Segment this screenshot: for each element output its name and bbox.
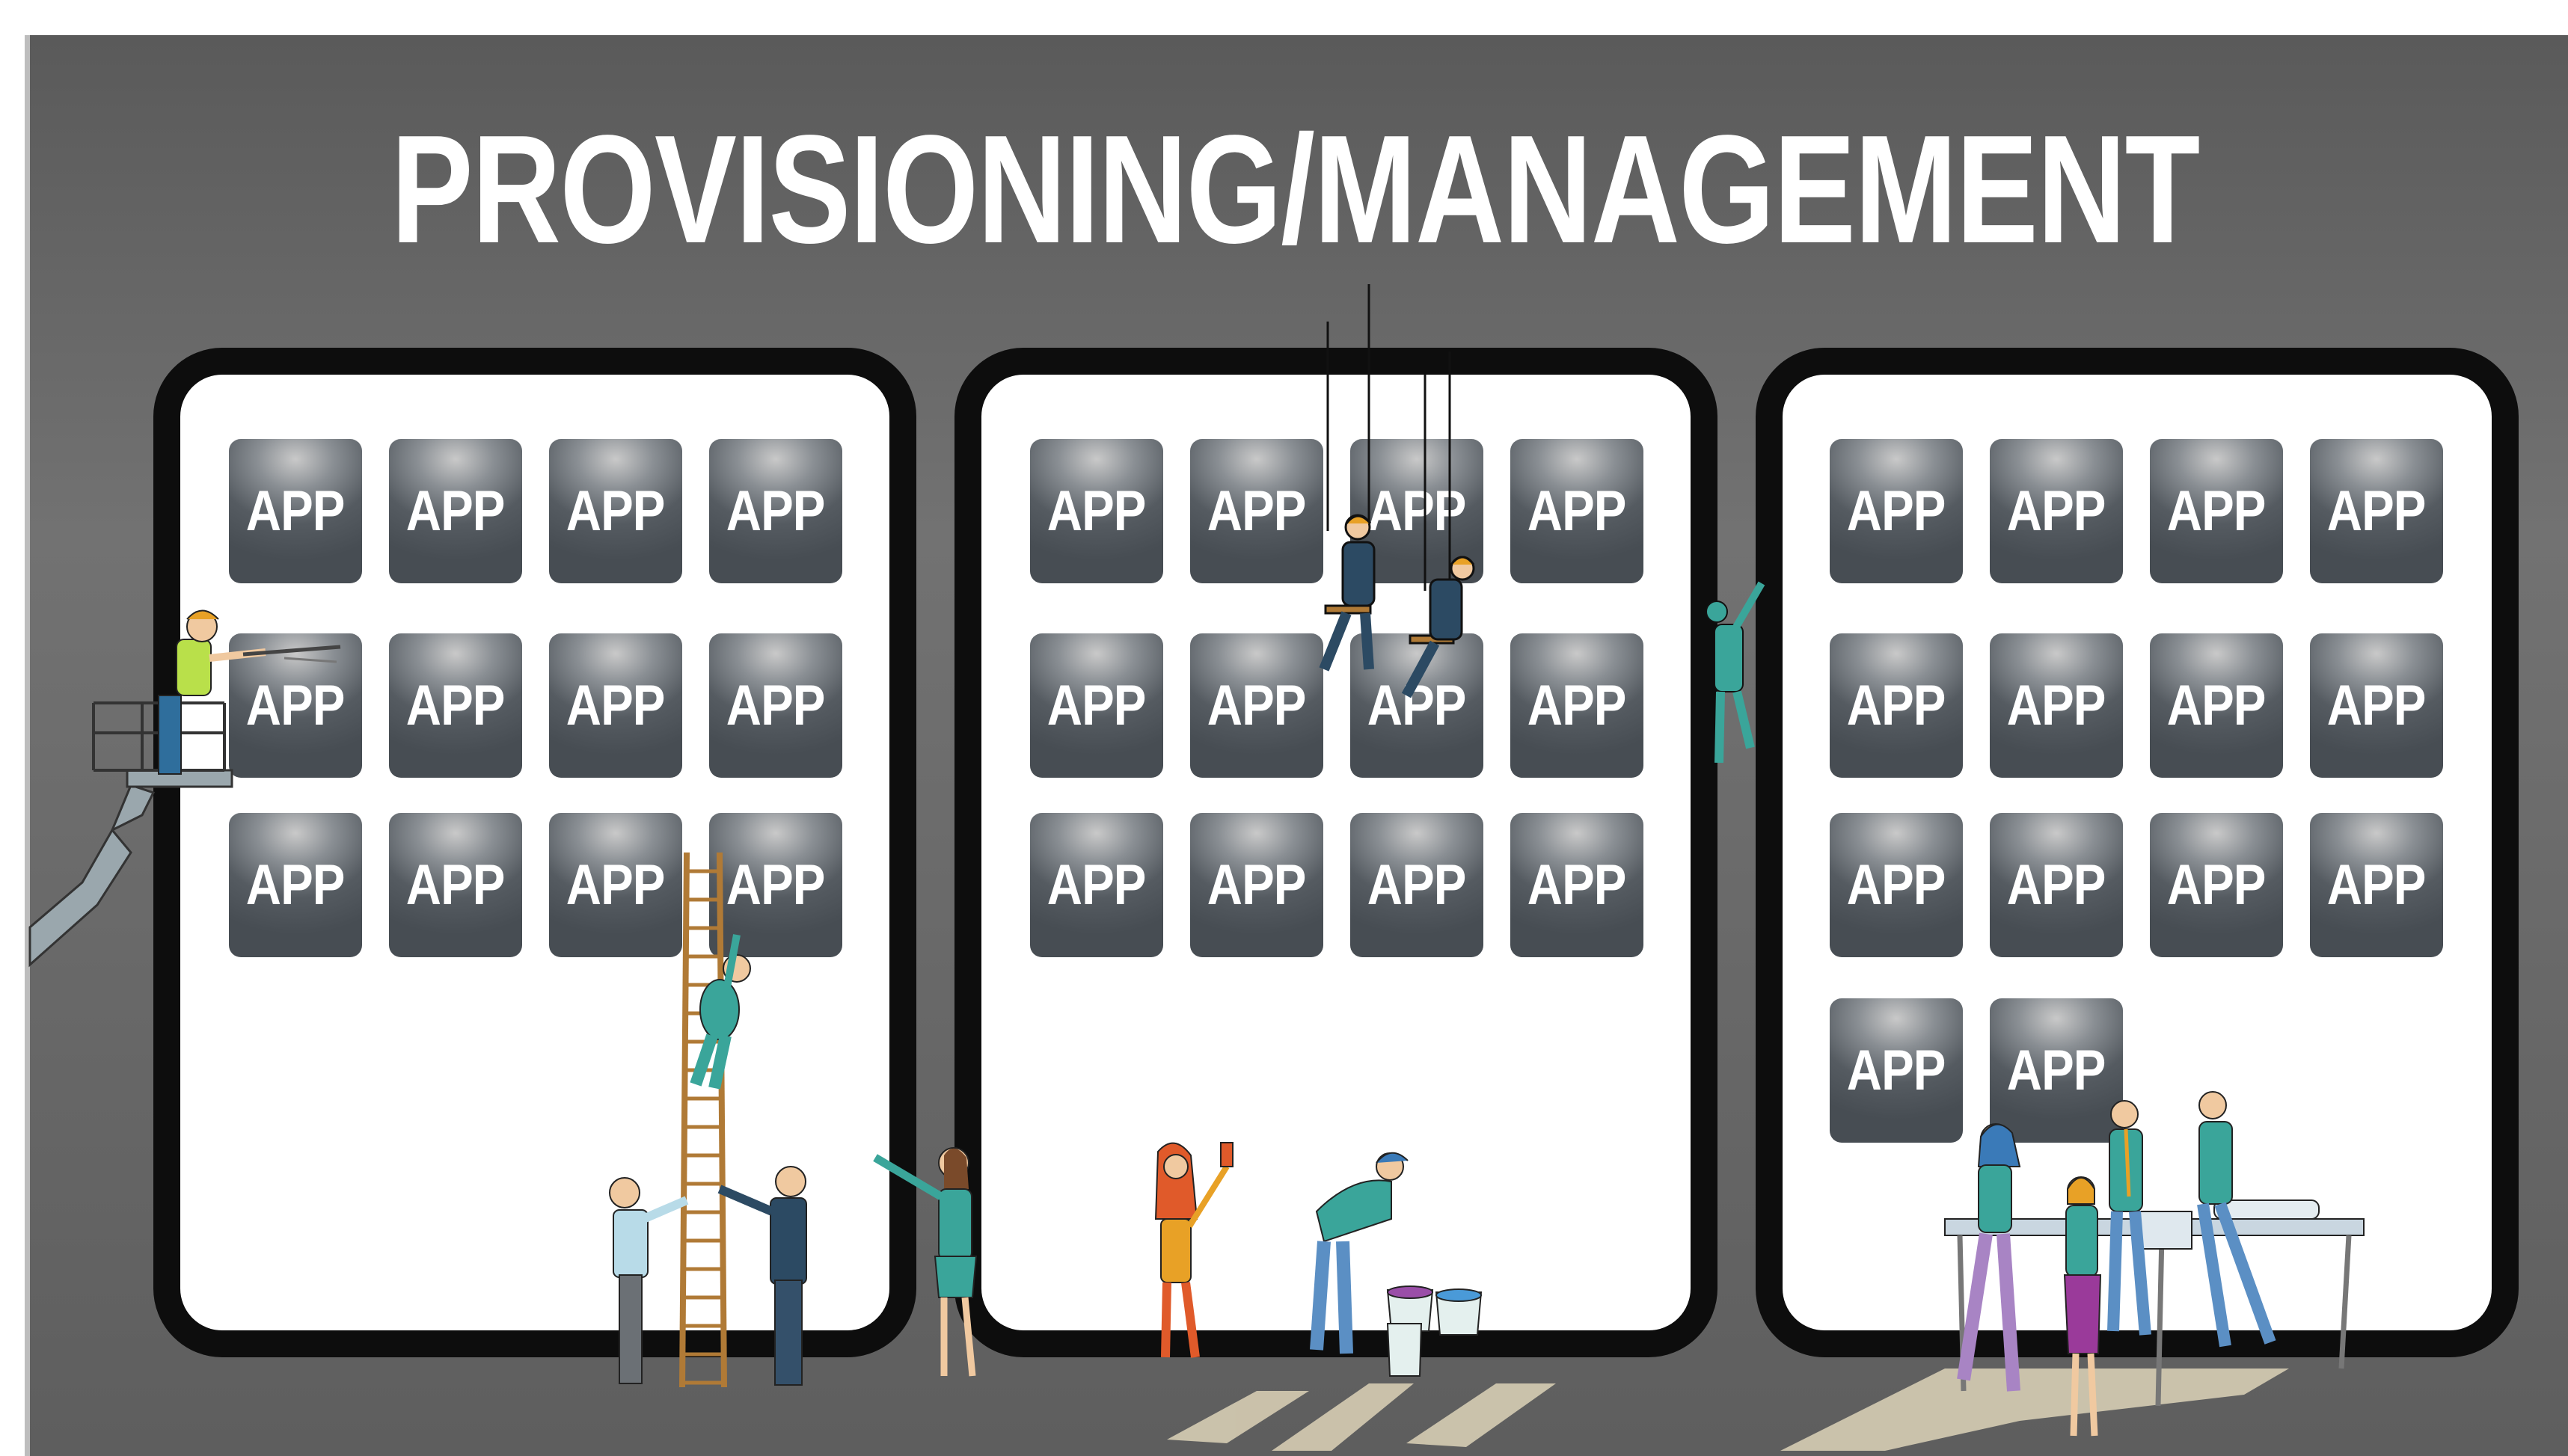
app-tile: APP	[2150, 813, 2283, 957]
app-tile-label: APP	[1047, 674, 1147, 737]
app-tile: APP	[709, 439, 842, 583]
app-tile: APP	[1350, 633, 1483, 778]
app-tile-label: APP	[1367, 674, 1467, 737]
app-tile: APP	[1830, 998, 1963, 1143]
app-tile-label: APP	[246, 674, 346, 737]
app-tile: APP	[1190, 813, 1323, 957]
app-tile: APP	[229, 439, 362, 583]
app-tile: APP	[1190, 439, 1323, 583]
app-tile: APP	[1030, 633, 1163, 778]
app-tile: APP	[229, 633, 362, 778]
app-tile-label: APP	[1207, 479, 1307, 543]
app-tile-label: APP	[1847, 853, 1946, 917]
app-tile: APP	[549, 439, 682, 583]
app-tile-label: APP	[1367, 853, 1467, 917]
app-tile: APP	[2150, 633, 2283, 778]
app-tile-label: APP	[2167, 853, 2267, 917]
app-tile-label: APP	[246, 853, 346, 917]
app-tile-label: APP	[1047, 853, 1147, 917]
app-tile-label: APP	[1207, 674, 1307, 737]
app-tile: APP	[709, 633, 842, 778]
app-tile-label: APP	[726, 674, 826, 737]
app-tile: APP	[2310, 633, 2443, 778]
app-tile-label: APP	[406, 674, 506, 737]
app-tile: APP	[389, 439, 522, 583]
app-tile-label: APP	[1207, 853, 1307, 917]
app-tile-label: APP	[2327, 853, 2427, 917]
app-tile: APP	[1830, 439, 1963, 583]
app-tile: APP	[389, 813, 522, 957]
app-tile: APP	[1030, 813, 1163, 957]
app-tile-label: APP	[1847, 1039, 1946, 1102]
app-tile-label: APP	[2007, 479, 2106, 543]
app-tile-label: APP	[2327, 674, 2427, 737]
app-tile: APP	[389, 633, 522, 778]
app-tile-label: APP	[2167, 674, 2267, 737]
app-tile: APP	[1510, 813, 1643, 957]
app-tile-label: APP	[406, 853, 506, 917]
app-tile-label: APP	[246, 479, 346, 543]
app-tile-label: APP	[2167, 479, 2267, 543]
app-tile: APP	[1830, 633, 1963, 778]
app-tile-label: APP	[566, 674, 666, 737]
app-tile: APP	[1350, 813, 1483, 957]
app-tile-label: APP	[566, 853, 666, 917]
app-tile: APP	[549, 813, 682, 957]
app-tile: APP	[709, 813, 842, 957]
app-tile-label: APP	[1367, 479, 1467, 543]
app-tile: APP	[2310, 813, 2443, 957]
app-tile: APP	[1990, 439, 2123, 583]
app-tile-label: APP	[1527, 853, 1627, 917]
app-tile-label: APP	[1527, 674, 1627, 737]
app-tile-label: APP	[2007, 674, 2106, 737]
app-tile-label: APP	[1047, 479, 1147, 543]
app-tile: APP	[1990, 813, 2123, 957]
app-tile: APP	[1030, 439, 1163, 583]
app-tile-label: APP	[1527, 479, 1627, 543]
app-tile: APP	[549, 633, 682, 778]
app-tile: APP	[2310, 439, 2443, 583]
app-tile-label: APP	[2007, 853, 2106, 917]
app-tile: APP	[1190, 633, 1323, 778]
app-tile: APP	[1350, 439, 1483, 583]
app-tile: APP	[2150, 439, 2283, 583]
app-tile-label: APP	[1847, 479, 1946, 543]
app-tile-label: APP	[406, 479, 506, 543]
app-tile-label: APP	[726, 853, 826, 917]
app-tile-label: APP	[2327, 479, 2427, 543]
app-tile: APP	[1830, 813, 1963, 957]
app-tile: APP	[1510, 439, 1643, 583]
app-tile: APP	[1990, 998, 2123, 1143]
app-tile: APP	[1510, 633, 1643, 778]
app-tile-label: APP	[1847, 674, 1946, 737]
app-tile-label: APP	[566, 479, 666, 543]
app-tile: APP	[1990, 633, 2123, 778]
page-title: PROVISIONING/MANAGEMENT	[390, 103, 2201, 275]
backdrop-edge	[25, 35, 30, 1456]
app-tile-label: APP	[2007, 1039, 2106, 1102]
app-tile: APP	[229, 813, 362, 957]
app-tile-label: APP	[726, 479, 826, 543]
